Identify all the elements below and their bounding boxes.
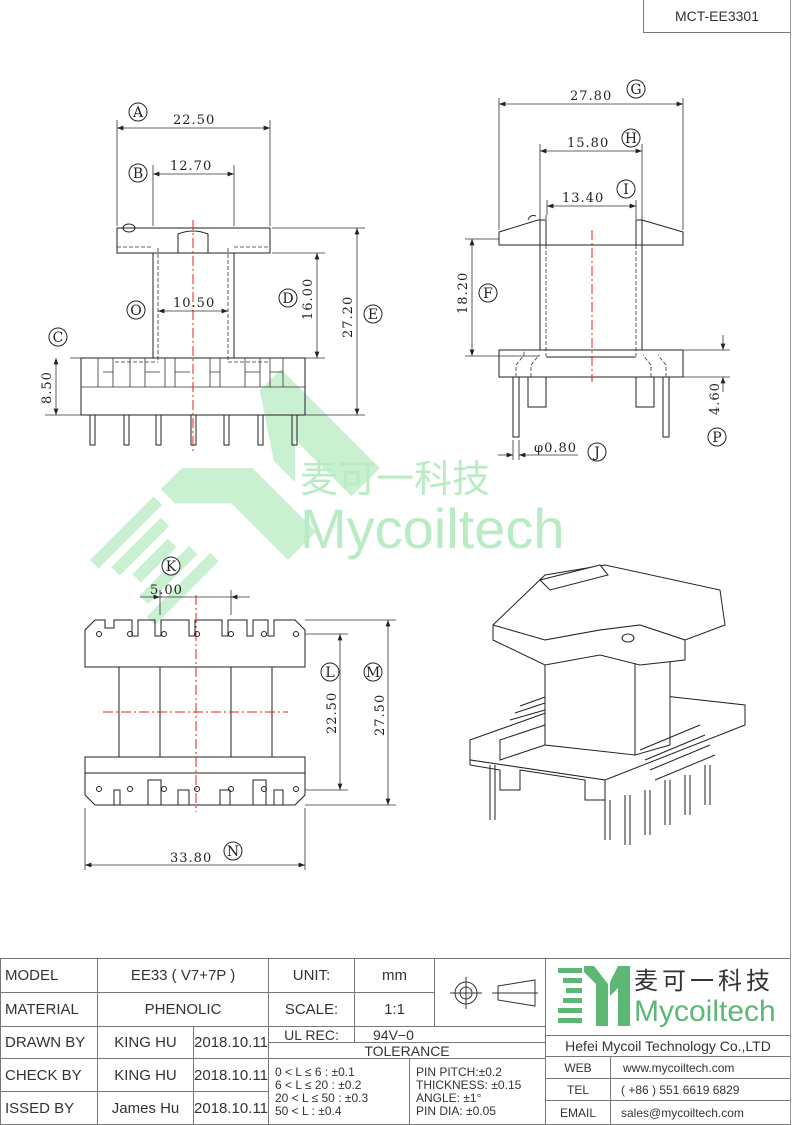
tolerance-item: PIN DIA: ±0.05	[416, 1103, 496, 1118]
watermark-cn: 麦可一科技	[300, 457, 490, 501]
unit-label: UNIT:	[268, 958, 355, 993]
label-n: N	[227, 844, 239, 860]
dim-d: 16.00	[301, 278, 316, 320]
web-label: WEB	[545, 1056, 611, 1079]
dim-b: 12.70	[170, 159, 212, 174]
check-by-label: CHECK BY	[0, 1058, 98, 1092]
dim-e: 27.20	[341, 296, 356, 338]
material-label: MATERIAL	[0, 992, 98, 1027]
tolerance-heading: TOLERANCE	[268, 1042, 546, 1059]
dim-i: 13.40	[562, 191, 604, 206]
label-l: L	[325, 665, 334, 681]
issued-by-label: ISSED BY	[0, 1091, 98, 1125]
label-k: K	[166, 559, 177, 575]
email-label: EMAIL	[545, 1100, 611, 1125]
logo-cn: 麦可一科技	[634, 967, 774, 995]
dim-m: 27.50	[373, 694, 388, 736]
tolerance-item: 6 < L ≤ 20 : ±0.2	[275, 1077, 362, 1092]
check-by-name: KING HU	[97, 1058, 194, 1092]
issued-by-name: James Hu	[97, 1091, 194, 1125]
dim-n: 33.80	[170, 851, 212, 866]
check-date: 2018.10.11	[193, 1058, 269, 1092]
drawn-by-label: DRAWN BY	[0, 1026, 98, 1059]
dim-a: 22.50	[173, 113, 215, 128]
label-d: D	[282, 291, 293, 307]
dim-p: 4.60	[708, 382, 723, 415]
tolerance-item: 0 < L ≤ 6 : ±0.1	[275, 1064, 355, 1079]
tolerance-other-list: PIN PITCH:±0.2 THICKNESS: ±0.15 ANGLE: ±…	[409, 1058, 546, 1125]
tolerance-item: THICKNESS: ±0.15	[416, 1077, 522, 1092]
tolerance-length-list: 0 < L ≤ 6 : ±0.1 6 < L ≤ 20 : ±0.2 20 < …	[268, 1058, 410, 1125]
email-link[interactable]: sales@mycoiltech.com	[610, 1100, 791, 1125]
material-value: PHENOLIC	[97, 992, 269, 1027]
issued-date: 2018.10.11	[193, 1091, 269, 1125]
dim-f: 18.20	[456, 272, 471, 314]
side-view: 27.80 15.80 13.40 18.20 4.60 φ0.80 G H I…	[456, 79, 730, 462]
label-m: M	[366, 665, 380, 681]
drawn-date: 2018.10.11	[193, 1026, 269, 1059]
model-value: EE33 ( V7+7P )	[97, 958, 269, 993]
dim-k: 5.00	[150, 583, 183, 598]
label-c: C	[53, 330, 64, 346]
dim-j: φ0.80	[534, 441, 577, 456]
label-g: G	[630, 82, 641, 98]
logo-en: Mycoiltech	[634, 995, 776, 1028]
watermark: 麦可一科技 Mycoiltech	[90, 369, 565, 626]
label-i: I	[623, 182, 629, 198]
label-a: A	[132, 105, 144, 121]
tel-label: TEL	[545, 1078, 611, 1101]
tolerance-item: 20 < L ≤ 50 : ±0.3	[275, 1090, 369, 1105]
scale-value: 1:1	[354, 992, 435, 1027]
watermark-logo-icon	[90, 369, 380, 626]
label-p: P	[712, 430, 721, 446]
label-j: J	[592, 445, 600, 461]
company-name: Hefei Mycoil Technology Co.,LTD	[545, 1035, 791, 1057]
tolerance-item: 50 < L : ±0.4	[275, 1103, 342, 1118]
drawn-by-name: KING HU	[97, 1026, 194, 1059]
label-b: B	[133, 166, 143, 182]
label-o: O	[130, 303, 141, 319]
mycoiltech-logo-icon	[558, 966, 630, 1026]
scale-label: SCALE:	[268, 992, 355, 1027]
ul-rec-value: 94V−0	[354, 1026, 546, 1043]
tolerance-item: PIN PITCH:±0.2	[416, 1064, 502, 1079]
web-link[interactable]: www.mycoiltech.com	[610, 1056, 791, 1079]
tel-value: ( +86 ) 551 6619 6829	[610, 1078, 791, 1101]
dim-h: 15.80	[567, 136, 609, 151]
dim-l: 22.50	[325, 692, 340, 734]
model-label: MODEL	[0, 958, 98, 993]
company-logo: 麦可一科技 Mycoiltech	[545, 958, 791, 1036]
dim-g: 27.80	[570, 89, 612, 104]
isometric-view	[469, 564, 746, 845]
tolerance-item: ANGLE: ±1°	[416, 1090, 482, 1105]
dim-o: 10.50	[173, 296, 215, 311]
watermark-en: Mycoiltech	[300, 497, 565, 560]
projection-symbol-icon	[434, 958, 546, 1027]
label-h: H	[625, 131, 637, 147]
ul-rec-label: UL REC:	[268, 1026, 355, 1043]
bottom-view: 5.00 22.50 27.50 33.80 K L M N	[84, 556, 396, 870]
dim-c: 8.50	[40, 371, 55, 404]
label-e: E	[368, 307, 378, 323]
front-view: 22.50 12.70 10.50 16.00 27.20 8.50 A B O…	[40, 102, 383, 452]
label-f: F	[483, 286, 493, 302]
unit-value: mm	[354, 958, 435, 993]
